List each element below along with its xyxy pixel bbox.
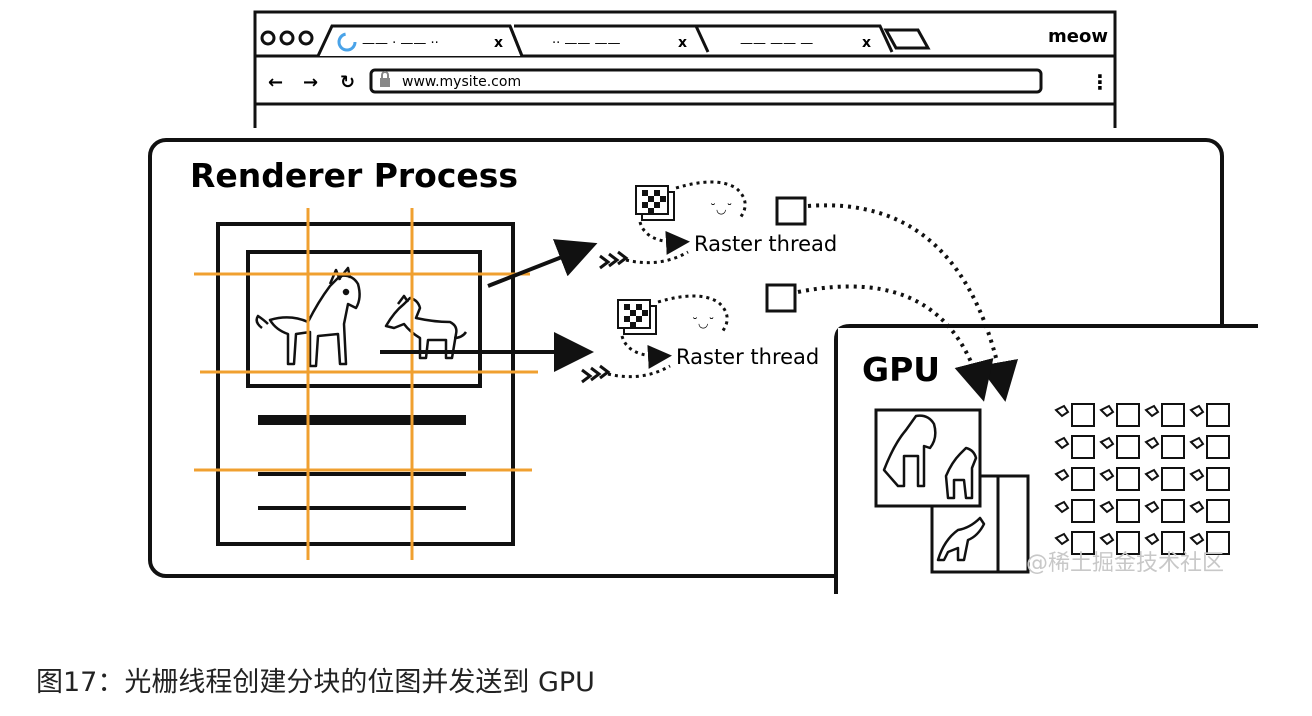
wrench-icon [1144, 500, 1160, 514]
wrench-icon [1144, 404, 1160, 418]
tab-close-icon[interactable]: x [862, 35, 871, 51]
gpu-tile [1071, 435, 1095, 459]
tab-label: —— · —— ·· [362, 36, 439, 51]
url-text: www.mysite.com [402, 74, 521, 90]
forward-icon[interactable]: → [303, 72, 318, 93]
output-tile [775, 196, 807, 226]
reload-icon[interactable]: ↻ [340, 72, 355, 93]
gpu-tile [1116, 435, 1140, 459]
tab-label: —— —— — [740, 36, 813, 51]
gpu-tile [1071, 531, 1095, 555]
smiley-icon: ˘◡˘ [692, 316, 714, 330]
wrench-icon [1189, 436, 1205, 450]
wrench-icon [1054, 500, 1070, 514]
tab-close-icon[interactable]: x [494, 35, 503, 51]
gpu-tile [1206, 499, 1230, 523]
window-controls[interactable] [260, 30, 314, 46]
tab-1[interactable]: —— · —— ·· x [316, 24, 524, 57]
tile-grid [194, 208, 538, 560]
lock-icon [380, 71, 390, 87]
gpu-tile [1161, 403, 1185, 427]
wrench-icon [1189, 404, 1205, 418]
wrench-icon [1054, 404, 1070, 418]
gpu-bitmap-stack [874, 408, 1030, 574]
thread-loop [657, 294, 729, 333]
gpu-tile [1071, 467, 1095, 491]
wrench-icon [1099, 532, 1115, 546]
output-tile [765, 283, 797, 313]
gpu-tile [1116, 403, 1140, 427]
thread-loop [625, 250, 689, 265]
wrench-icon [1144, 468, 1160, 482]
close-window-icon[interactable] [260, 30, 276, 46]
wrench-icon [1054, 436, 1070, 450]
raster-thread-label: Raster thread [676, 345, 819, 369]
page-document [216, 222, 515, 546]
address-bar[interactable] [369, 68, 1043, 94]
bitmap-tile-icon [635, 185, 675, 221]
raster-thread-1: ˘◡˘ Raster thread [599, 180, 837, 270]
figure-caption: 图17：光栅线程创建分块的位图并发送到 GPU [36, 667, 595, 698]
gpu-tile [1161, 531, 1185, 555]
gpu-title: GPU [862, 350, 940, 389]
gpu-tile [1161, 499, 1185, 523]
minimize-window-icon[interactable] [279, 30, 295, 46]
thread-loop [607, 364, 671, 379]
raster-thread-2: ˘◡˘ Raster thread [581, 283, 819, 384]
arrow-to-raster-thread-1 [487, 239, 598, 288]
menu-icon[interactable]: ⋮ [1090, 70, 1110, 94]
wrench-icon [1054, 468, 1070, 482]
wrench-icon [1144, 436, 1160, 450]
wrench-icon [1144, 532, 1160, 546]
tab-label: ·· —— —— [552, 36, 621, 51]
gpu-tile [1161, 467, 1185, 491]
gpu-tile [1206, 467, 1230, 491]
page-image [246, 250, 482, 388]
tab-3[interactable]: —— —— — x [696, 24, 894, 53]
gpu-panel: GPU @稀土掘金技术社区 [797, 203, 1258, 594]
smiley-icon: ˘◡˘ [710, 202, 732, 216]
wrench-icon [1099, 404, 1115, 418]
thread-squiggle-icon [599, 250, 629, 270]
bitmap-tile-icon [617, 299, 657, 335]
gpu-tile [1116, 499, 1140, 523]
renderer-title: Renderer Process [190, 156, 518, 195]
new-tab-button[interactable] [883, 28, 931, 50]
raster-thread-label: Raster thread [694, 232, 837, 256]
gpu-tile [1161, 435, 1185, 459]
loading-spinner-icon [337, 32, 357, 52]
gpu-tile [1071, 403, 1095, 427]
wrench-icon [1099, 468, 1115, 482]
browser-window: —— · —— ·· x ·· —— —— x —— —— — x meow ←… [253, 10, 1117, 128]
gpu-tile [1206, 531, 1230, 555]
tab-close-icon[interactable]: x [678, 35, 687, 51]
thread-loop [675, 180, 747, 219]
gpu-tile [1116, 531, 1140, 555]
wrench-icon [1054, 532, 1070, 546]
thread-loop-arrow [638, 221, 690, 255]
gpu-tile-grid [1054, 403, 1230, 555]
thread-loop-arrow [620, 335, 672, 369]
gpu-tile [1206, 435, 1230, 459]
wrench-icon [1189, 500, 1205, 514]
wrench-icon [1099, 500, 1115, 514]
wrench-icon [1189, 532, 1205, 546]
thread-squiggle-icon [581, 364, 611, 384]
wrench-icon [1099, 436, 1115, 450]
watermark: @稀土掘金技术社区 [1026, 551, 1224, 576]
maximize-window-icon[interactable] [298, 30, 314, 46]
gpu-tile [1116, 467, 1140, 491]
gpu-tile [1071, 499, 1095, 523]
back-icon[interactable]: ← [268, 72, 283, 93]
gpu-tile [1206, 403, 1230, 427]
wrench-icon [1189, 468, 1205, 482]
window-title: meow [1048, 26, 1108, 47]
